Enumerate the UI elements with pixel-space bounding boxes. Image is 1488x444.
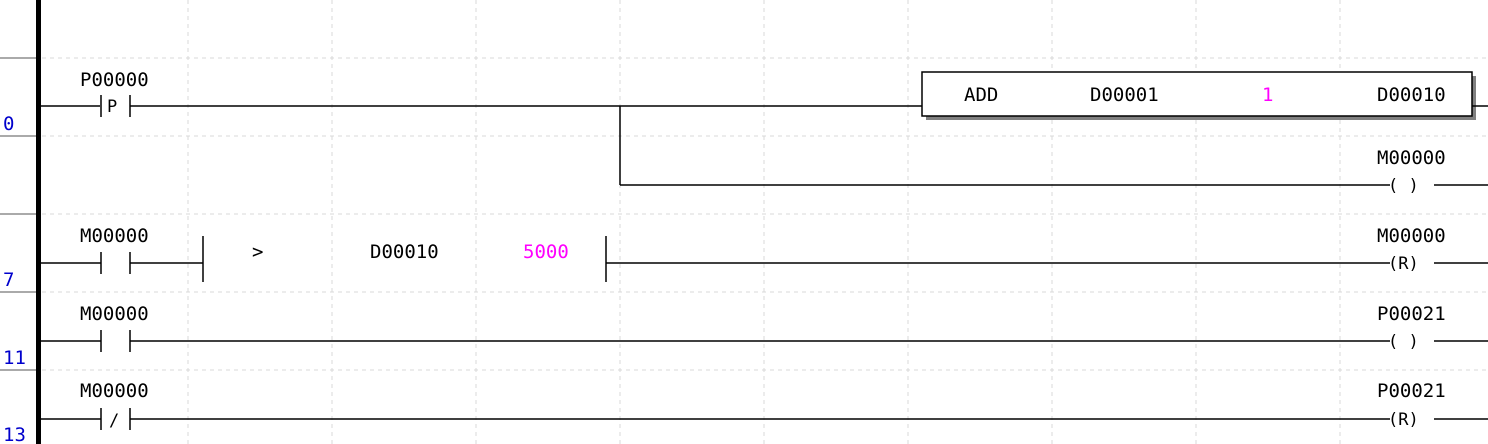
coil-device-label: M00000 — [1377, 147, 1446, 169]
rung-7[interactable]: M00000 > D00010 5000 M00000 (R) — [41, 225, 1488, 282]
output-coil[interactable]: ( ) — [1388, 176, 1419, 196]
coil-device-label: P00021 — [1377, 303, 1446, 325]
step-number-7: 7 — [3, 269, 14, 291]
left-power-rail — [36, 0, 41, 444]
editor-grid — [42, 0, 1488, 444]
contact-device-label: M00000 — [80, 225, 149, 247]
step-number-13: 13 — [3, 424, 26, 444]
compare-operand1: D00010 — [370, 241, 439, 263]
rung-13[interactable]: M00000 / P00021 (R) — [41, 380, 1488, 431]
step-number-11: 11 — [3, 347, 26, 369]
reset-coil[interactable]: (R) — [1388, 410, 1419, 430]
operand1-label: D00001 — [1090, 84, 1159, 106]
coil-device-label: M00000 — [1377, 225, 1446, 247]
step-number-0: 0 — [3, 113, 14, 135]
coil-device-label: P00021 — [1377, 380, 1446, 402]
compare-block[interactable]: > D00010 5000 — [202, 236, 607, 282]
compare-operator: > — [252, 241, 263, 263]
output-coil[interactable]: ( ) — [1388, 332, 1419, 352]
contact-device-label: P00000 — [80, 69, 149, 91]
operand2-constant: 1 — [1262, 84, 1273, 106]
destination-label: D00010 — [1377, 84, 1446, 106]
instruction-label: ADD — [964, 84, 998, 106]
reset-coil[interactable]: (R) — [1388, 254, 1419, 274]
positive-transition-contact[interactable]: P — [100, 95, 131, 117]
contact-symbol: P — [107, 97, 117, 117]
add-function-block[interactable]: ADD D00001 1 D00010 — [921, 71, 1476, 120]
contact-device-label: M00000 — [80, 303, 149, 325]
normally-open-contact[interactable] — [100, 252, 131, 274]
rung-11[interactable]: M00000 P00021 ( ) — [41, 303, 1488, 352]
contact-device-label: M00000 — [80, 380, 149, 402]
normally-closed-contact[interactable]: / — [100, 408, 131, 431]
contact-symbol: / — [109, 411, 119, 431]
rung-0[interactable]: P00000 P ADD D00001 1 D00010 M00000 ( ) — [41, 69, 1488, 196]
compare-operand2-constant: 5000 — [523, 241, 569, 263]
normally-open-contact[interactable] — [100, 330, 131, 352]
step-gutter: 0 7 11 13 — [0, 57, 36, 444]
